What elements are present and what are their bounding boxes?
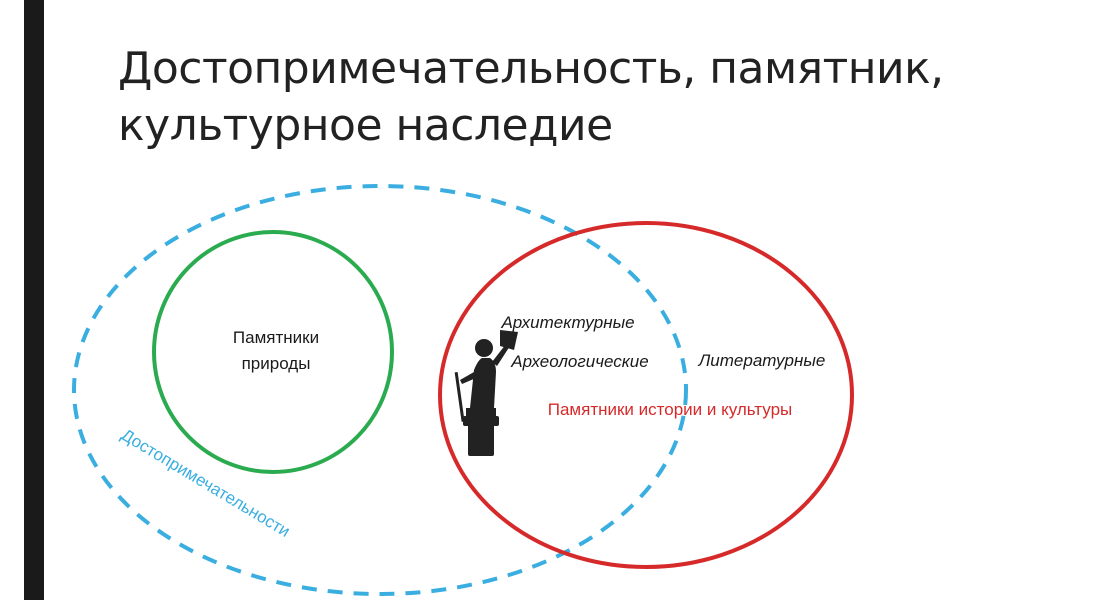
- slide-accent-bar: [24, 0, 44, 600]
- history-culture-label: Памятники истории и культуры: [548, 400, 793, 419]
- archaeological-label: Археологические: [510, 352, 648, 371]
- attractions-label: Достопримечательности: [118, 425, 293, 541]
- literary-label: Литературные: [698, 351, 826, 370]
- slide-title-line-2: культурное наследие: [118, 100, 613, 152]
- attractions-ellipse: [72, 184, 688, 596]
- nature-monuments-label-line-1: Памятники: [233, 328, 319, 347]
- monument-statue-icon: [454, 330, 518, 456]
- nature-monuments-circle: [152, 230, 394, 474]
- nature-monuments-label-line-2: природы: [242, 354, 311, 373]
- history-culture-ellipse: [438, 221, 854, 569]
- architectural-label: Архитектурные: [500, 313, 634, 332]
- slide-title-line-1: Достопримечательность, памятник,: [118, 43, 944, 94]
- slide-title: Достопримечательность, памятник, культур…: [118, 40, 1018, 154]
